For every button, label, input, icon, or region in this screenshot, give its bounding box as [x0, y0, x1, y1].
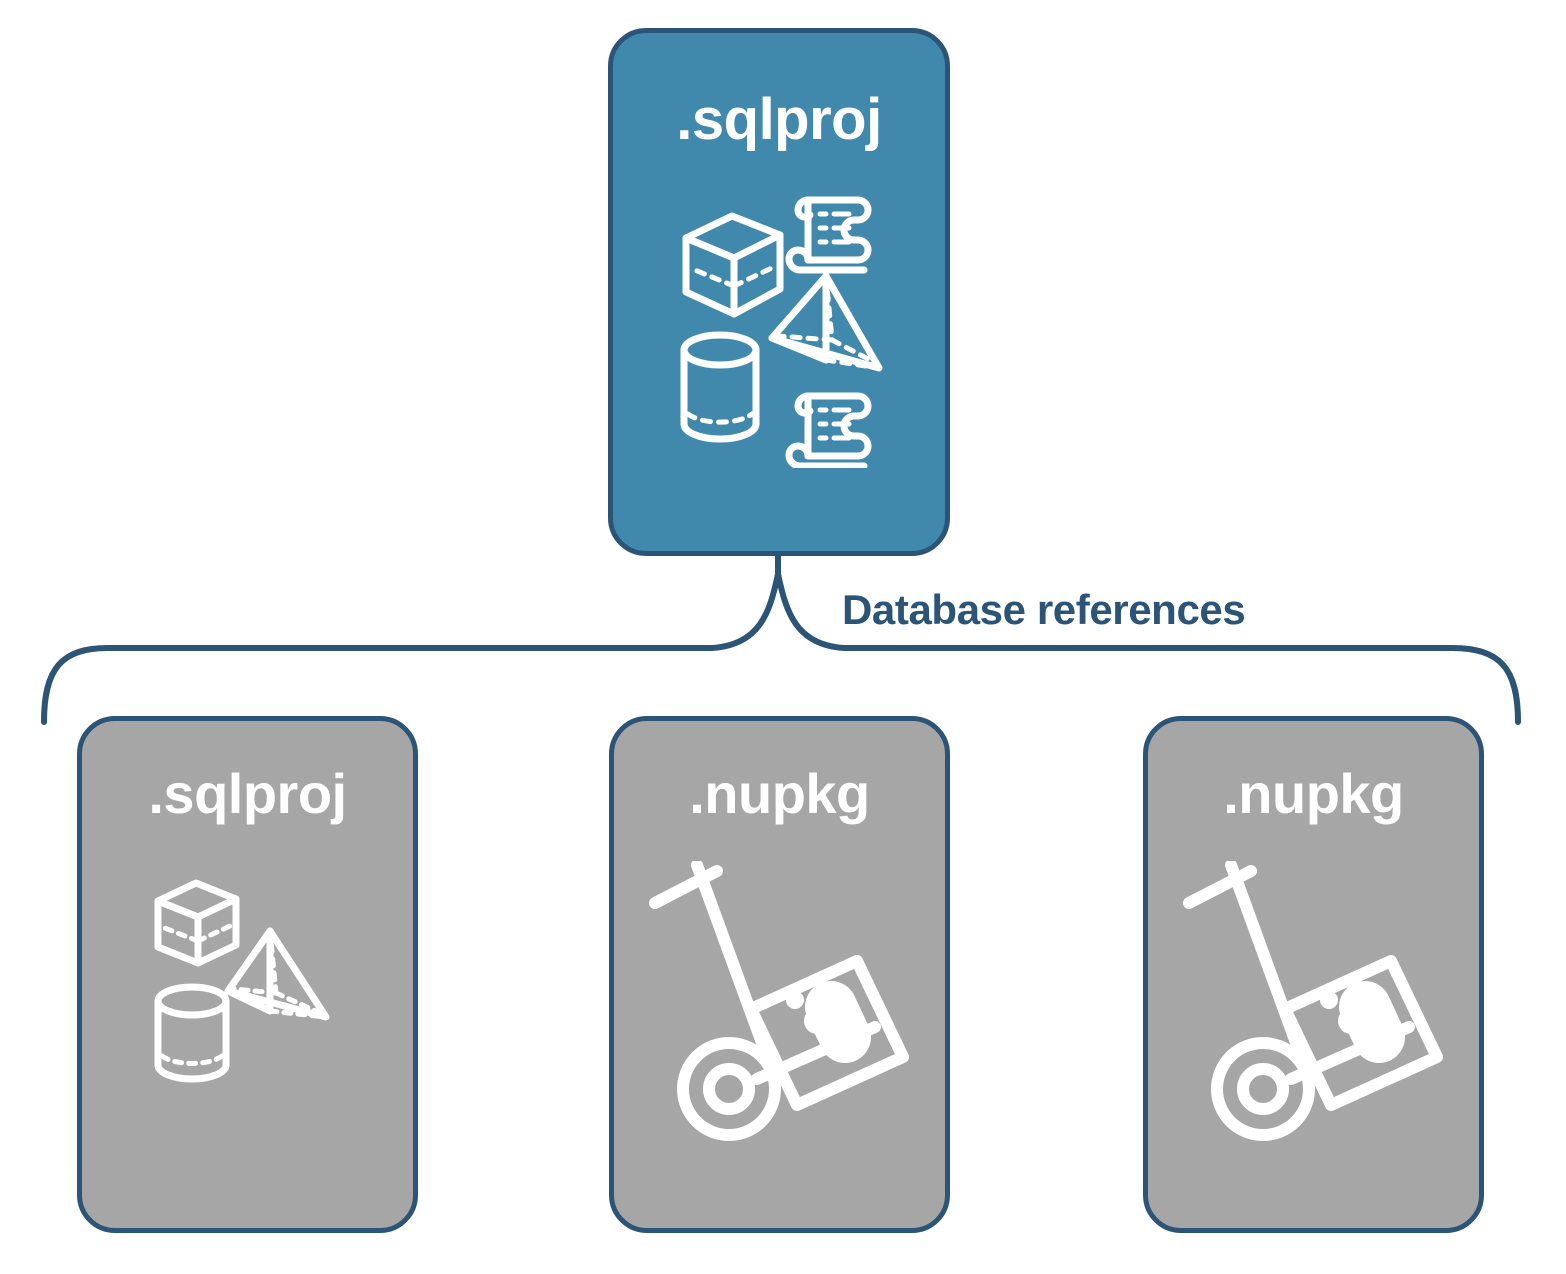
nuget-logo-glyph: [1319, 981, 1405, 1063]
brace-left-arm: [41, 571, 781, 725]
card-ref-sqlproj-title: .sqlproj: [148, 762, 347, 825]
card-root-sqlproj-title: .sqlproj: [676, 87, 882, 152]
nuget-package-icon: [744, 955, 909, 1111]
card-ref-nupkg-2-title: .nupkg: [1223, 762, 1404, 825]
card-ref-nupkg-2[interactable]: .nupkg: [1143, 716, 1484, 1233]
pyramid-icon: [768, 272, 883, 372]
scroll-icon: [785, 196, 872, 274]
nuget-logo-glyph: [785, 981, 871, 1063]
card-ref-nupkg-2-artwork: [1148, 861, 1479, 1141]
cube-icon: [682, 212, 784, 318]
card-ref-nupkg-1-artwork: [614, 861, 945, 1141]
card-root-sqlproj-artwork: [613, 188, 945, 468]
card-ref-nupkg-1[interactable]: .nupkg: [609, 716, 950, 1233]
cylinder-icon: [154, 983, 229, 1083]
card-ref-nupkg-1-title: .nupkg: [689, 762, 870, 825]
cube-icon: [154, 879, 239, 967]
card-root-sqlproj[interactable]: .sqlproj: [608, 28, 950, 556]
card-ref-sqlproj[interactable]: .sqlproj: [77, 716, 418, 1233]
card-ref-sqlproj-artwork: [82, 869, 413, 1089]
brace-label: Database references: [842, 586, 1246, 633]
nuget-package-icon: [1278, 955, 1443, 1111]
cylinder-icon: [680, 331, 760, 443]
scroll-icon: [785, 392, 872, 468]
pyramid-icon: [224, 927, 329, 1021]
